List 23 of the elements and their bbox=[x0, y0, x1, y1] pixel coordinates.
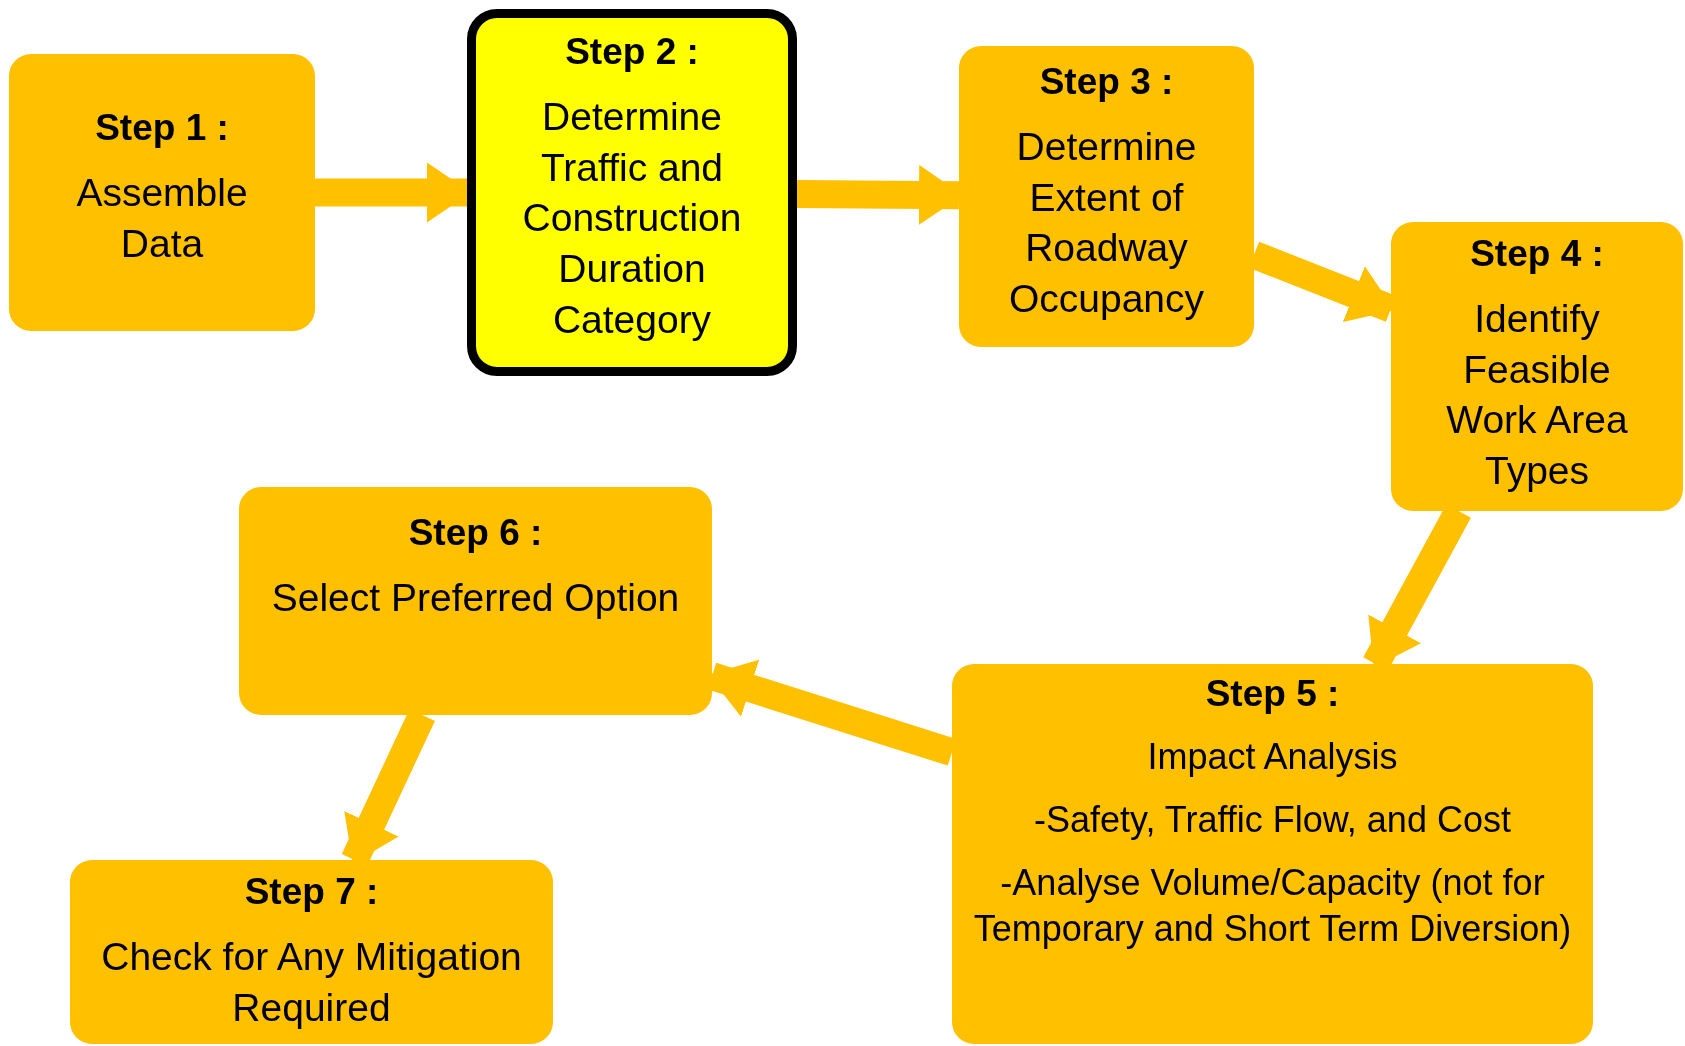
step-box bbox=[959, 46, 1254, 347]
step-title: Step 4 : bbox=[1470, 232, 1604, 276]
step-box bbox=[467, 9, 797, 376]
step-title: Step 7 : bbox=[244, 870, 379, 914]
step-description: Impact Analysis bbox=[1147, 735, 1398, 780]
step-description: -Analyse Volume/Capacity (not for Temporary and Short Term Diversion) bbox=[972, 860, 1573, 952]
step-box bbox=[9, 54, 315, 331]
step-box bbox=[239, 487, 712, 715]
step-description: Determine Traffic and Construction Duration Category bbox=[521, 94, 743, 343]
step-title: Step 6 : bbox=[408, 511, 543, 555]
step-description: Check for Any Mitigation Required bbox=[100, 934, 523, 1031]
step-description: -Safety, Traffic Flow, and Cost bbox=[1034, 797, 1511, 842]
step-title: Step 5 : bbox=[1205, 672, 1340, 716]
step-title: Step 2 : bbox=[565, 30, 699, 74]
step-title: Step 3 : bbox=[1039, 60, 1174, 104]
step-description: Assemble Data bbox=[75, 170, 249, 267]
step-box bbox=[1391, 222, 1683, 511]
step-description: Select Preferred Option bbox=[271, 575, 680, 622]
step-description: Identify Feasible Work Area Types bbox=[1445, 296, 1629, 495]
step-box bbox=[952, 664, 1593, 1044]
step-box bbox=[70, 860, 553, 1044]
step-title: Step 1 : bbox=[95, 106, 229, 150]
step-description: Determine Extent of Roadway Occupancy bbox=[1007, 124, 1206, 323]
